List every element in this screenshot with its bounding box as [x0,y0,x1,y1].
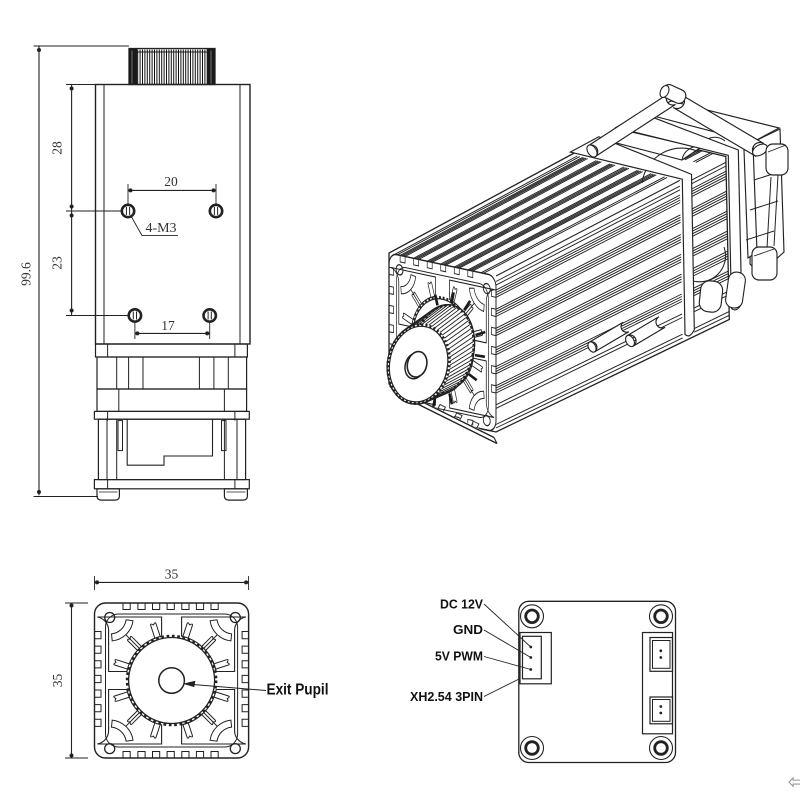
svg-text:XH2.54 3PIN: XH2.54 3PIN [410,689,483,704]
svg-text:4-M3: 4-M3 [145,221,176,236]
svg-text:DC 12V: DC 12V [440,597,483,612]
svg-text:20: 20 [164,174,178,189]
svg-text:23: 23 [50,256,65,270]
svg-text:GND: GND [453,622,483,637]
svg-text:35: 35 [50,674,65,688]
svg-text:Exit Pupil: Exit Pupil [267,682,329,699]
svg-text:⇦: ⇦ [788,769,800,794]
svg-text:35: 35 [165,567,179,582]
svg-text:99.6: 99.6 [19,262,34,286]
svg-text:5V PWM: 5V PWM [435,649,483,664]
svg-text:17: 17 [161,318,175,333]
svg-text:28: 28 [50,141,65,155]
